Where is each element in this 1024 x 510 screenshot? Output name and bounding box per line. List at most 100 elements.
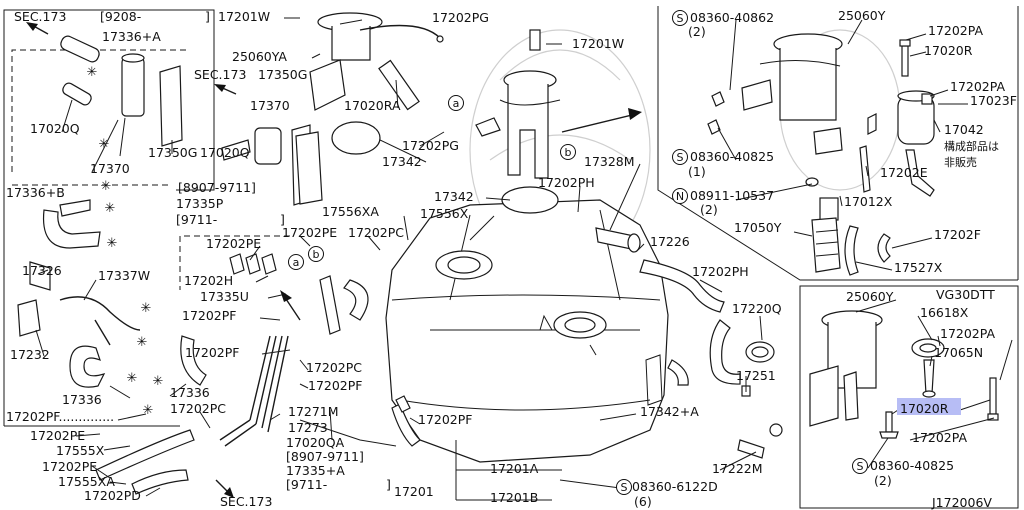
part-label: 17337W [98,268,150,283]
asterisk-marker-icon: ✳ [137,335,148,350]
part-label: 17342+A [640,404,699,419]
jp-note-line-1: 構成部品は [944,139,999,153]
part-label: 17050Y [734,220,782,235]
circled-marker-letter: a [453,97,460,110]
part-label: 17336+A [102,29,161,44]
part-label: 17202PF [185,345,240,360]
part-label: [9711- [286,477,327,492]
direction-arrows [26,22,642,498]
part-label: 08360-6122D [632,479,718,494]
part-label: 17202PE [30,428,85,443]
asterisk-marker-icon: ✳ [127,371,138,386]
part-label: (2) [700,202,718,217]
part-label: SEC.173 [14,9,66,24]
part-label: 17020QA [286,435,345,450]
leader-lines [35,17,1013,501]
part-label: 17201 [394,484,434,499]
part-label: ] [205,9,210,24]
part-label: 17555X [56,443,105,458]
part-label: 17350G [148,145,197,160]
part-label: 25060Y [846,289,894,304]
asterisk-marker-icon: ✳ [141,301,152,316]
circled-marker-letter: N [676,190,684,203]
circled-marker: S [672,10,688,26]
part-label: 17326 [22,263,62,278]
part-label: 17012X [844,194,893,209]
part-label: 17202E [880,165,928,180]
part-label: 17335U [200,289,249,304]
section-frames [3,6,1019,509]
part-label: 17555XA [58,474,115,489]
part-label: ] [280,212,285,227]
part-label: 08911-10537 [690,188,774,203]
part-label: ] [386,477,391,492]
part-label: 17202F [934,227,981,242]
sender-unit-center [475,29,561,179]
part-label: 17202PC [170,401,226,416]
part-label: SEC.173 [194,67,246,82]
star-markers: ✳✳✳✳✳✳✳✳✳✳ [87,65,164,418]
circled-marker-letter: S [857,460,864,473]
circled-marker: S [616,479,632,495]
circled-marker: S [852,458,868,474]
asterisk-marker-icon: ✳ [87,65,98,80]
part-label: 17020RA [344,98,401,113]
circled-marker: N [672,188,688,204]
part-label: VG30DTT [936,287,995,302]
hoses-center [95,253,421,495]
part-label: 25060YA [232,49,287,64]
part-label: 17202H [184,273,233,288]
pump-module-top-right [707,33,935,276]
part-label: 17202PD [84,488,141,503]
part-labels: SEC.173 [9208-] 17336+A SEC.173 17350G 17370 1… [6,8,1017,510]
part-label: (2) [874,473,892,488]
part-label: 17226 [650,234,690,249]
part-label: 17020R [924,43,973,58]
part-label: 17370 [90,161,130,176]
part-label: 17370 [250,98,290,113]
asterisk-marker-icon: ✳ [143,403,154,418]
part-label: 17202PF [182,308,237,323]
part-label: J172006V [931,495,992,510]
jp-note-line-2: 非販売 [944,156,977,169]
part-label: 08360-40825 [690,149,774,164]
circled-marker-letter: S [677,12,684,25]
asterisk-marker-icon: ✳ [105,201,116,216]
part-label: 17271M [288,404,339,419]
part-label: 17202PC [348,225,404,240]
filler-hoses-right [595,227,783,459]
circled-marker: S [672,149,688,165]
part-label: 17202PA [950,79,1006,94]
part-label: (1) [688,164,706,179]
part-label: 17251 [736,368,776,383]
part-label: [8907-9711] [178,180,256,195]
part-label: (6) [634,494,652,509]
part-label: 17202PH [538,175,595,190]
circled-marker-letter: a [293,256,300,269]
part-label: 17335+A [286,463,345,478]
part-label: 17202PF [418,412,473,427]
part-label: 17202PA [928,23,984,38]
pump-module-vg30dtt [809,310,999,439]
part-label: 17232 [10,347,50,362]
part-label: 17342 [434,189,474,204]
part-label: 17335P [176,196,224,211]
part-label: 17350G [258,67,307,82]
circled-marker-letter: S [677,151,684,164]
part-label: 17201A [490,461,539,476]
part-label: [8907-9711] [286,449,364,464]
part-label: 17202PF.............. [6,409,114,424]
part-label: 17020Q [200,145,250,160]
part-label: 17336 [62,392,102,407]
part-label: 08360-40862 [690,10,774,25]
circled-marker: a [288,254,304,270]
asterisk-marker-icon: ✳ [107,236,118,251]
part-label: 17202PA [912,430,968,445]
part-label: 17201B [490,490,538,505]
part-label: [9208- [100,9,141,24]
part-label: 17202PA [940,326,996,341]
asterisk-marker-icon: ✳ [101,179,112,194]
part-label: 17556XA [322,204,379,219]
circled-marker: b [308,246,324,262]
